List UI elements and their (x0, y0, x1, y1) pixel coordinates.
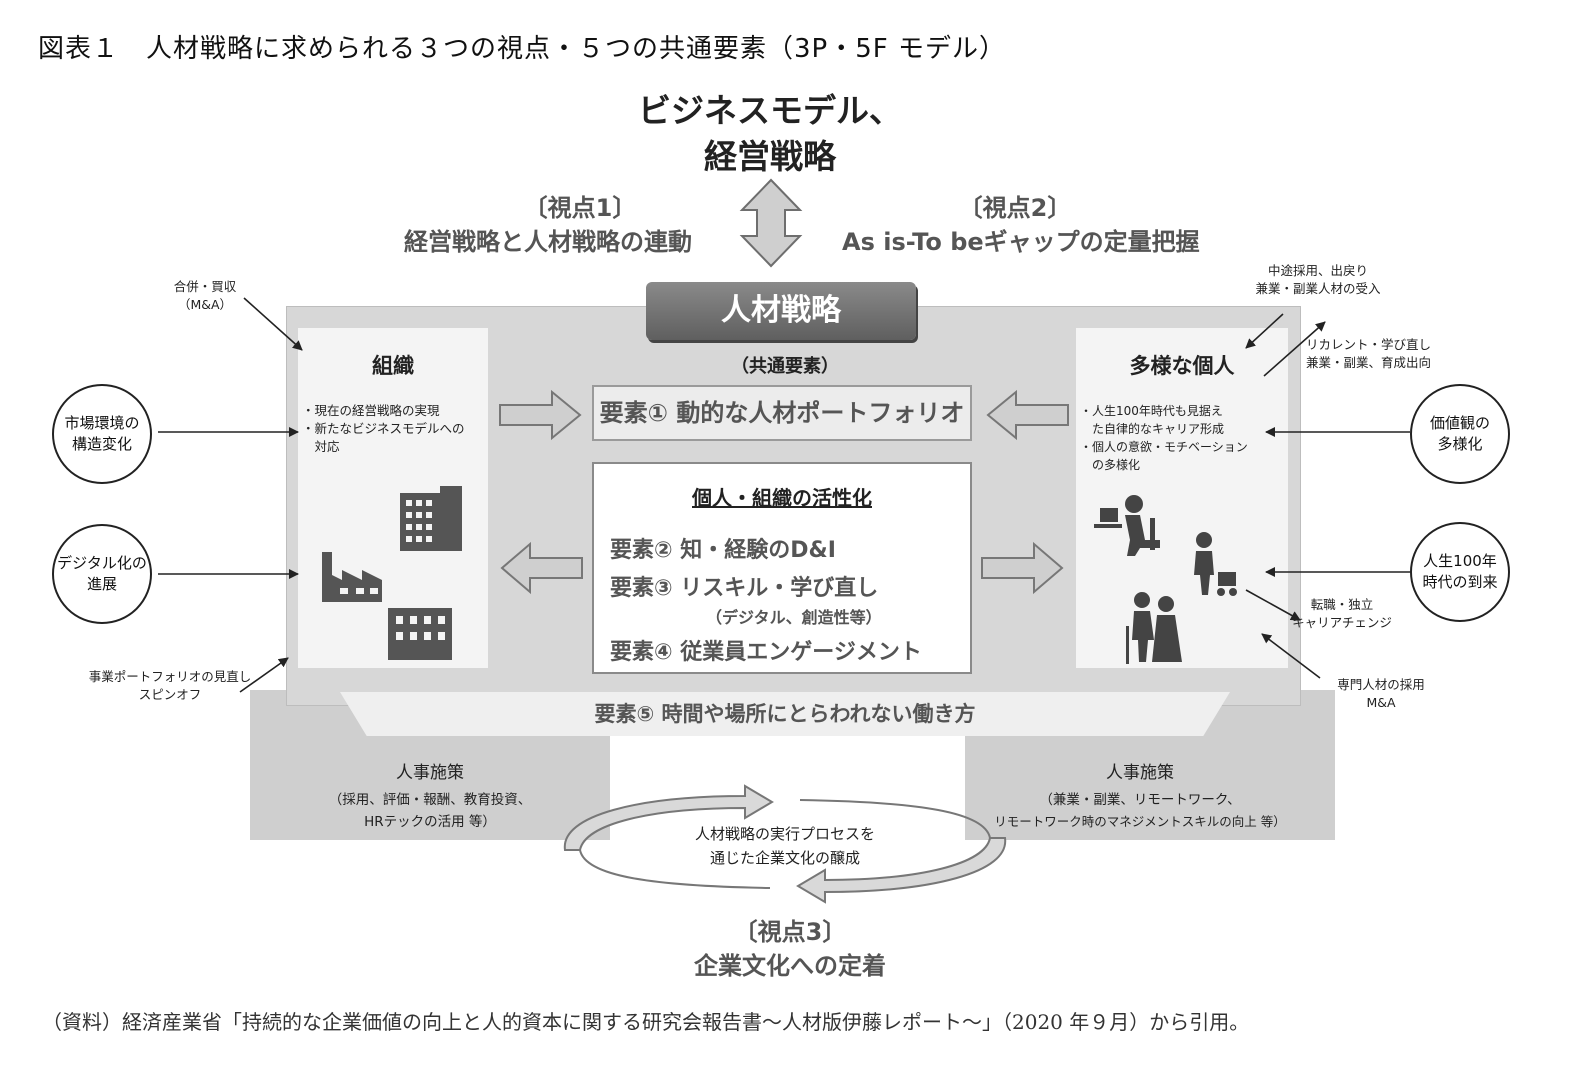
values-diversity-circle: 価値観の多様化 (1410, 384, 1510, 484)
elderly-couple-icon (1126, 592, 1182, 664)
hr-measures-left-title: 人事施策 (396, 763, 464, 783)
arrow-left-icon (500, 541, 583, 595)
common-elements-label: （共通要素） (731, 356, 839, 377)
individual-bullets: ・人生100年時代も見据え た自律的なキャリア形成 ・個人の意欲・モチベーション… (1080, 404, 1248, 472)
viewpoint3-label: 〔視点3〕 (733, 918, 847, 946)
connector-line (1245, 313, 1284, 349)
activation-box: 個人・組織の活性化 要素② 知・経験のD&I 要素③ リスキル・学び直し （デジ… (592, 462, 972, 674)
person-at-desk-icon (1094, 495, 1160, 556)
century-life-circle: 人生100年時代の到来 (1410, 522, 1510, 622)
connector-line (1261, 633, 1321, 679)
culture-cycle-arrows (563, 784, 1007, 904)
hr-measures-left: 人事施策 （採用、評価・報酬、教育投資、 HRテックの活用 等） (250, 758, 610, 833)
element1-box: 要素① 動的な人材ポートフォリオ (592, 385, 972, 441)
culture-cycle-text: 人材戦略の実行プロセスを 通じた企業文化の醸成 (694, 825, 875, 867)
cycle-arrow-bottom-icon (796, 837, 1007, 904)
annotation-recurrent: リカレント・学び直し兼業・副業、育成出向 (1306, 337, 1432, 370)
organization-bullets: ・現在の経営戦略の実現 ・新たなビジネスモデルへの 対応 (302, 403, 465, 454)
connector-line (1245, 589, 1301, 621)
viewpoint1-label: 〔視点1〕 (523, 194, 637, 222)
arrow-right-icon (981, 541, 1064, 595)
element4-text: 要素④ 従業員エンゲージメント (610, 640, 922, 665)
element5-banner: 要素⑤ 時間や場所にとらわれない働き方 (340, 692, 1230, 736)
viewpoint2-label: 〔視点2〕 (958, 194, 1072, 222)
viewpoint1-text: 経営戦略と人材戦略の連動 (404, 228, 692, 256)
cycle-arc-right (799, 799, 991, 839)
element3-subtext: （デジタル、創造性等） (706, 608, 882, 627)
organization-title: 組織 (372, 354, 414, 378)
double-arrow-icon (739, 178, 803, 268)
office-building-icon (400, 486, 462, 551)
source-note: （資料）経済産業省「持続的な企業価値の向上と人的資本に関する研究会報告書～人材版… (42, 1010, 1250, 1034)
element3-text: 要素③ リスキル・学び直し (610, 576, 879, 601)
cycle-arc-left (579, 849, 771, 889)
top-heading: ビジネスモデル、 経営戦略 (600, 88, 940, 180)
top-heading-line: ビジネスモデル、 (638, 91, 902, 130)
cycle-arrow-top-icon (563, 784, 774, 851)
element2-text: 要素② 知・経験のD&I (610, 538, 836, 563)
arrow-left-icon (986, 389, 1069, 441)
hr-measures-right-title: 人事施策 (1106, 763, 1174, 783)
connector-line (243, 297, 303, 351)
top-heading-line: 経営戦略 (704, 137, 836, 176)
factory-icon (322, 552, 382, 602)
activation-title: 個人・組織の活性化 (692, 486, 872, 510)
connector-line (1263, 321, 1326, 377)
arrow-right-icon (499, 389, 582, 441)
viewpoint2-text: As is-To beギャップの定量把握 (842, 228, 1200, 256)
annotation-portfolio: 事業ポートフォリオの見直しスピンオフ (88, 669, 252, 702)
parent-with-stroller-icon (1194, 532, 1237, 596)
individual-panel (1076, 328, 1288, 668)
annotation-midcareer: 中途採用、出戻り兼業・副業人材の受入 (1255, 263, 1381, 296)
building-icon (388, 608, 452, 660)
viewpoint3-text: 企業文化への定着 (694, 952, 886, 980)
annotation-transfer: 転職・独立キャリアチェンジ (1292, 597, 1392, 630)
hr-measures-right: 人事施策 （兼業・副業、リモートワーク、 リモートワーク時のマネジメントスキルの… (965, 758, 1315, 833)
digitalization-circle: デジタル化の進展 (52, 524, 152, 624)
figure-title: 図表１ 人材戦略に求められる３つの視点・５つの共通要素（3P・5F モデル） (38, 34, 1006, 64)
connector-line (239, 657, 289, 693)
market-change-circle: 市場環境の構造変化 (52, 384, 152, 484)
annotation-ma: 合併・買収（M&A） (173, 279, 237, 312)
individual-title: 多様な個人 (1129, 354, 1235, 378)
hr-strategy-banner: 人材戦略 (646, 282, 916, 340)
